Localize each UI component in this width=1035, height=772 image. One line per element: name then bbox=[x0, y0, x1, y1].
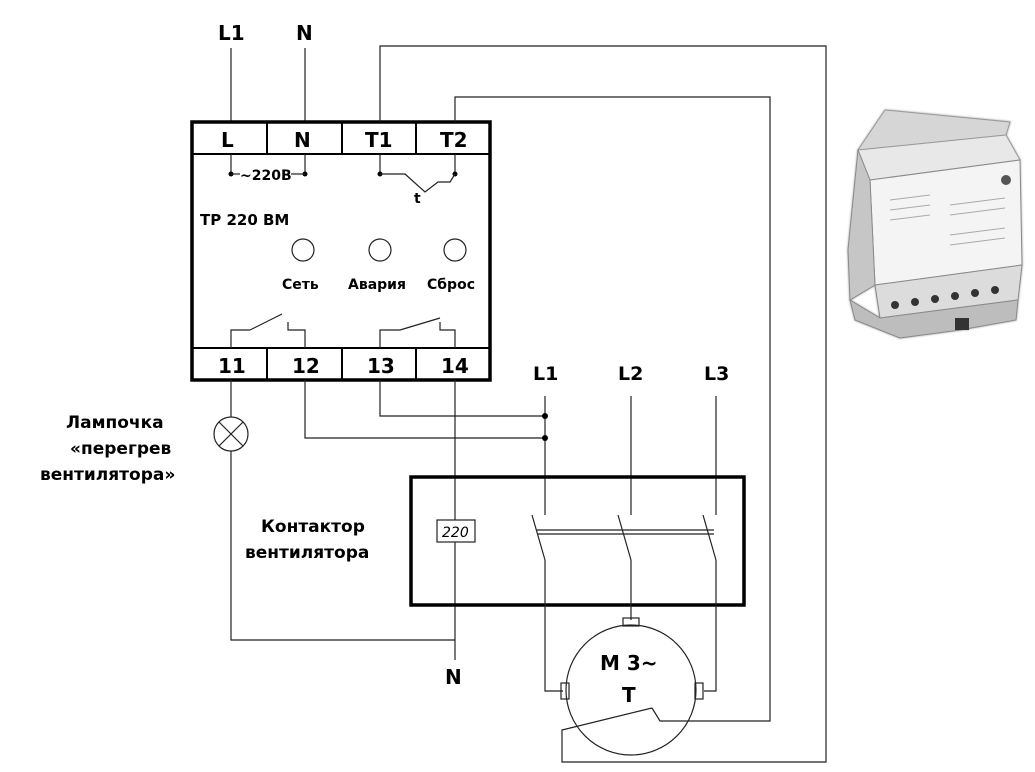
relay-model: ТР 220 ВМ bbox=[200, 211, 289, 229]
lamp-label-1: Лампочка bbox=[66, 413, 164, 433]
wire-t1-loop bbox=[379, 45, 827, 763]
lamp-label-2: «перегрев bbox=[70, 439, 172, 459]
relay-product-picture bbox=[847, 109, 1023, 339]
voltage-label: ~220В bbox=[240, 168, 292, 184]
phase-l1-label: L1 bbox=[533, 363, 558, 385]
terminal-11: 11 bbox=[218, 354, 246, 378]
contactor-label-1: Контактор bbox=[261, 517, 365, 537]
motor: M 3~ T bbox=[560, 617, 704, 756]
terminal-L: L bbox=[221, 128, 234, 152]
supply-l1-label: L1 bbox=[218, 21, 245, 45]
indicator-sbros-label: Сброс bbox=[427, 277, 475, 293]
contactor-box bbox=[409, 475, 746, 607]
wire-12-l1 bbox=[304, 380, 545, 439]
motor-thermal-label: T bbox=[622, 683, 636, 707]
time-relay: L N T1 T2 11 12 13 14 ~220В t ТР 220 ВМ … bbox=[190, 120, 492, 382]
terminal-13: 13 bbox=[367, 354, 395, 378]
neutral-bottom-label: N bbox=[445, 665, 462, 689]
motor-label: M 3~ bbox=[600, 651, 658, 675]
lamp-icon bbox=[213, 416, 249, 452]
timer-symbol: t bbox=[414, 191, 421, 207]
indicator-set-circle bbox=[291, 238, 315, 262]
phase-l3-label: L3 bbox=[704, 363, 729, 385]
indicator-sbros-circle bbox=[443, 238, 467, 262]
phase-l2-label: L2 bbox=[618, 363, 643, 385]
terminal-T1: T1 bbox=[365, 128, 393, 152]
terminal-12: 12 bbox=[292, 354, 320, 378]
indicator-avaria-label: Авария bbox=[348, 277, 406, 293]
terminal-T2: T2 bbox=[440, 128, 468, 152]
lamp-label-3: вентилятора» bbox=[40, 465, 175, 485]
coil-box bbox=[436, 519, 476, 543]
supply-n-label: N bbox=[296, 21, 313, 45]
terminal-14: 14 bbox=[441, 354, 469, 378]
terminal-N: N bbox=[294, 128, 311, 152]
wire-lamp-n bbox=[230, 451, 455, 641]
coil-voltage: 220 bbox=[442, 525, 469, 541]
indicator-set-label: Сеть bbox=[282, 277, 319, 293]
contactor-label-2: вентилятора bbox=[245, 543, 369, 563]
wire-13-l1 bbox=[379, 380, 545, 417]
wire-t2-loop bbox=[454, 96, 771, 722]
indicator-avaria-circle bbox=[368, 238, 392, 262]
